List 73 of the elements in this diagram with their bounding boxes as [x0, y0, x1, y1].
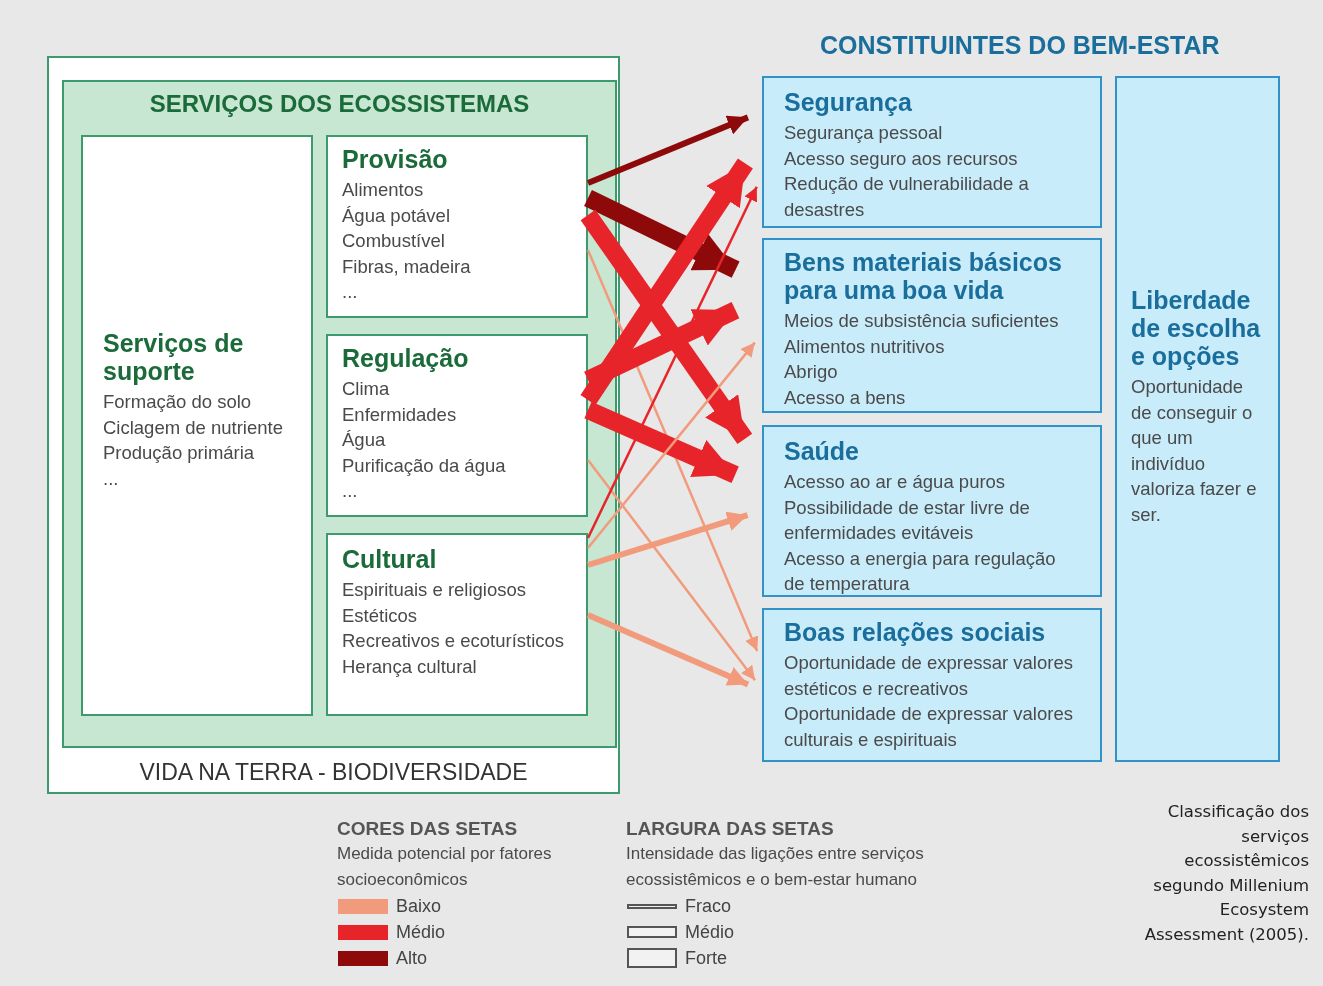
wellbeing-box	[1115, 76, 1280, 762]
box-heading: Boas relações sociais	[784, 618, 1047, 646]
list-item: Possibilidade de estar livre de enfermidades evitáveis	[784, 495, 1031, 546]
legend-label: Baixo	[396, 895, 442, 918]
list-item: Alimentos	[342, 178, 425, 202]
legend-label: Fraco	[685, 895, 731, 918]
box-heading: Serviços de suporte	[103, 329, 245, 385]
description-text: Oportunidade de conseguir o que um indivíduo valoriza fazer e ser.	[1131, 375, 1258, 527]
list-item: Estéticos	[342, 603, 419, 628]
list-item: Acesso ao ar e água puros	[784, 470, 1007, 494]
legend-heading: LARGURA DAS SETAS	[626, 817, 835, 841]
arrow	[586, 114, 750, 186]
box-heading: Saúde	[784, 437, 861, 465]
box-heading: Liberdade de escolha e opções	[1131, 286, 1262, 370]
legend-label: Alto	[396, 947, 428, 970]
box-title: VIDA NA TERRA - BIODIVERSIDADE	[138, 759, 529, 786]
panel-title: SERVIÇOS DOS ECOSSISTEMAS	[148, 90, 531, 118]
arrow	[584, 401, 739, 483]
list-item: Alimentos nutritivos	[784, 334, 946, 359]
arrow	[584, 189, 740, 278]
box-heading: Cultural	[342, 545, 438, 573]
list-item: Água	[342, 428, 387, 453]
list-item: Fibras, madeira	[342, 254, 472, 279]
list-item: Acesso seguro aos recursos	[784, 146, 1019, 171]
service-box	[326, 135, 588, 318]
list-item: Segurança pessoal	[784, 121, 944, 145]
list-item: Água potável	[342, 203, 451, 228]
box-heading: Bens materiais básicos para uma boa vida	[784, 248, 1063, 304]
arrow	[587, 341, 756, 549]
legend-label: Forte	[685, 947, 727, 970]
legend-description: Medida potencial por fatores socioeconômicos	[337, 843, 553, 891]
list-item: Oportunidade de expressar valores estéticos e recreativos	[784, 651, 1074, 701]
list-item: Combustível	[342, 229, 446, 254]
wellbeing-box	[762, 76, 1102, 228]
arrow	[580, 209, 753, 445]
list-item: ...	[342, 479, 359, 504]
arrow	[587, 459, 757, 681]
list-item: Clima	[342, 377, 391, 401]
list-item: Purificação da água	[342, 453, 507, 478]
service-box	[81, 135, 313, 716]
list-item: Meios de subsistência suficientes	[784, 309, 1060, 333]
service-box	[326, 533, 588, 716]
arrow	[586, 186, 758, 539]
service-box	[326, 334, 588, 517]
list-item: Acesso a energia para regulação de temperatura	[784, 546, 1057, 597]
list-item: Abrigo	[784, 360, 839, 385]
box-heading: Provisão	[342, 145, 449, 173]
list-item: ...	[342, 280, 359, 305]
box-heading: Regulação	[342, 344, 470, 372]
box-heading: Segurança	[784, 88, 913, 116]
caption: Classificação dos serviços ecossistêmicos segundo Millenium Ecosystem Assessment (2005).	[1143, 801, 1309, 946]
list-item: Espirituais e religiosos	[342, 578, 528, 602]
arrow	[586, 249, 759, 652]
wellbeing-box	[762, 238, 1102, 413]
legend-label: Médio	[685, 921, 735, 944]
wellbeing-box	[762, 608, 1102, 762]
list-item: Produção primária	[103, 441, 256, 466]
list-item: Ciclagem de nutriente	[103, 415, 284, 440]
arrow	[586, 612, 750, 688]
arrow	[580, 158, 753, 405]
arrow	[587, 511, 749, 568]
list-item: Formação do solo	[103, 390, 253, 414]
list-item: ...	[103, 466, 120, 491]
list-item: Redução de vulnerabilidade a desastres	[784, 172, 1030, 222]
legend-description: Intensidade das ligações entre serviços ecossistêmicos e o bem-estar humano	[626, 843, 925, 891]
list-item: Enfermidades	[342, 402, 458, 427]
legend-label: Médio	[396, 921, 446, 944]
list-item: Recreativos e ecoturísticos	[342, 629, 566, 654]
list-item: Acesso a bens	[784, 385, 907, 410]
list-item: Oportunidade de expressar valores culturais e espirituais	[784, 702, 1074, 752]
list-item: Herança cultural	[342, 654, 478, 679]
section-heading: CONSTITUINTES DO BEM-ESTAR	[820, 32, 1221, 58]
wellbeing-box	[762, 425, 1102, 597]
